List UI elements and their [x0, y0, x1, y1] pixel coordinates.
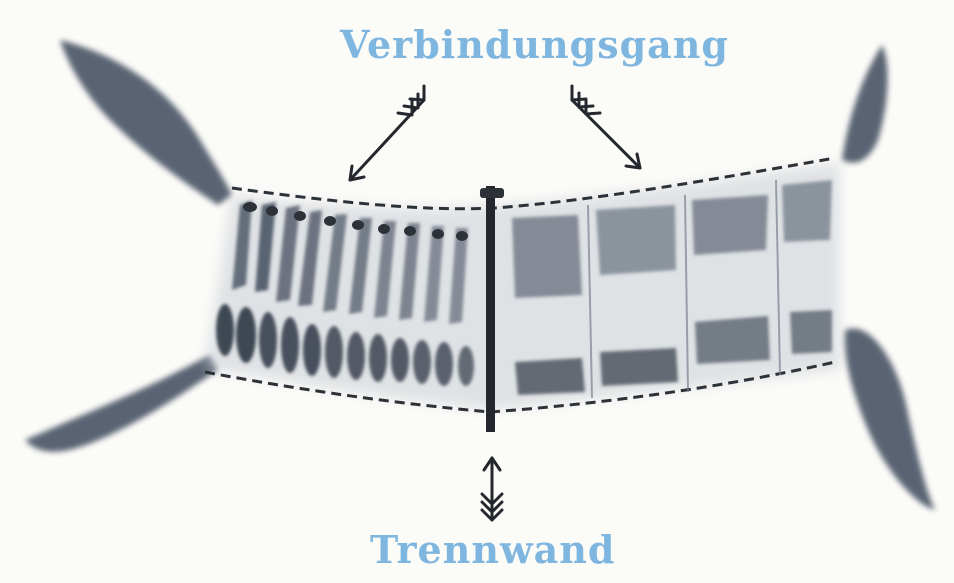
upper-right-flare	[842, 45, 888, 163]
partition-wall	[486, 186, 495, 432]
lower-left-flare	[25, 355, 218, 452]
arrow-right-passage	[572, 86, 640, 168]
passage-label: Verbindungsgang	[340, 22, 650, 67]
lower-right-flare	[844, 328, 935, 510]
partition-cap-top	[480, 188, 504, 198]
upper-left-flare	[60, 40, 232, 205]
partition-label: Trennwand	[370, 527, 600, 572]
arrow-left-passage	[350, 86, 424, 180]
arrow-partition-wall	[482, 458, 502, 520]
